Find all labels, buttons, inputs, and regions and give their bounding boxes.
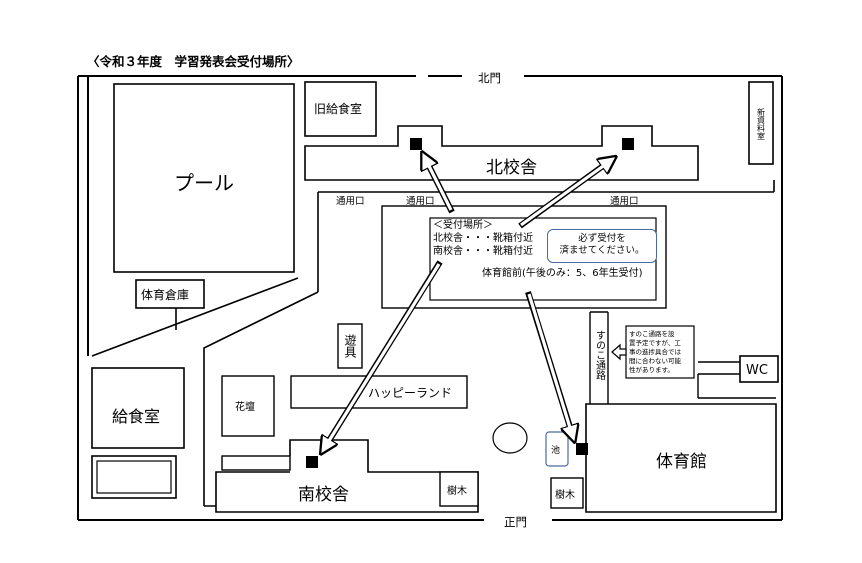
old-kitchen-label: 旧給食室 [314,101,362,116]
path-note-line5: 性があります。 [629,365,674,374]
round-feature [492,422,528,454]
map-title: 〈令和３年度 学習発表会受付場所〉 [87,54,300,69]
trees-left [439,471,479,507]
north-school-entrance-left [410,138,422,150]
new-material-room-label: 新資料室 [757,107,766,140]
north-school-entrance-right [622,138,634,150]
playground-equipment-label: 遊具 [343,333,357,358]
flower-bed [221,375,275,437]
old-kitchen [304,81,377,137]
path-note-box [625,325,695,379]
gym-entrance [576,443,588,455]
pool [113,83,295,273]
reception-notice: 必ず受付を 済ませてください。 [547,229,657,263]
wc-label: WC [746,363,768,378]
happy-land-label: ハッピーランド [368,386,452,400]
reception-north-line: 北校舎・・・靴箱付近 [433,233,533,244]
gym-label: 体育館 [656,452,707,472]
wc [739,355,779,383]
path-note-line1: すのこ通路を設 [629,329,675,338]
trees-left-label: 樹木 [447,484,467,497]
reception-notice-line1: 必ず受付を [578,233,626,244]
path-note-line4: 間に合わない可能 [629,356,682,365]
left-arrow-icon [611,343,627,361]
south-school-connector [221,455,291,471]
sunoko-path-label: すのこ通路 [594,330,606,381]
flower-bed-label: 花壇 [235,400,255,413]
kitchen-annex-inner [96,460,172,494]
reception-notice-line2: 済ませてください。 [559,245,645,257]
north-school-label: 北校舎 [486,158,537,178]
trees-right-label: 樹木 [555,488,575,501]
kitchen [91,367,185,449]
trees-right [550,477,584,509]
entrance-label-middle: 通用口 [406,196,435,207]
path-note-line2: 置予定ですが、工 [629,338,681,347]
reception-south-line: 南校舎・・・靴箱付近 [433,246,533,257]
courtyard-lines [91,180,775,507]
reception-heading: ＜受付場所＞ [433,220,493,231]
south-gate-label: 正門 [504,515,527,529]
entrance-label-left: 通用口 [336,196,365,207]
pond-label: 池 [551,444,560,456]
path-note-line3: 事の進捗具合では [629,347,682,356]
boundary-lines [77,75,783,521]
reception-gym-line: 体育館前(午後のみ：5、6年生受付) [482,268,643,279]
sunoko-path-lines [589,311,609,404]
entrance-label-right: 通用口 [610,196,639,207]
south-school-entrance [306,456,318,468]
kitchen-label: 給食室 [112,407,160,426]
wc-connector-lines [697,361,776,399]
route-arrows-inner [325,162,607,445]
south-school-label: 南校舎 [298,485,349,505]
new-material-room [748,81,774,165]
pool-label: プール [174,171,234,195]
pe-storage-label: 体育倉庫 [141,287,189,302]
gym [585,403,777,513]
playground-equipment [337,323,363,369]
happy-land [290,375,468,409]
north-gate-label: 北門 [478,71,501,85]
pe-storage [135,279,205,309]
